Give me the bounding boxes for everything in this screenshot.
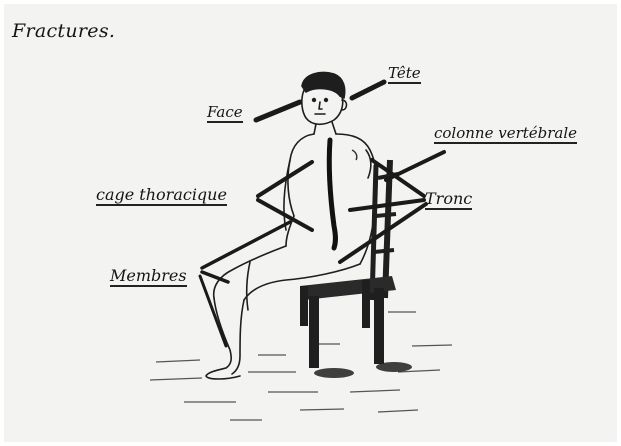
pointer-tronc-lower bbox=[340, 204, 426, 262]
label-tronc: Tronc bbox=[425, 191, 472, 210]
pointer-membres-thigh bbox=[202, 272, 228, 282]
pointer-membres-arm bbox=[202, 222, 290, 268]
chair-back-leg bbox=[374, 288, 384, 364]
pointer-face bbox=[256, 102, 300, 120]
label-membres: Membres bbox=[110, 268, 187, 287]
label-cage-thoracique: cage thoracique bbox=[96, 187, 227, 206]
spine-mark bbox=[329, 140, 335, 248]
label-colonne-vertebrale: colonne vertébrale bbox=[434, 126, 577, 144]
pointer-membres-leg bbox=[200, 276, 226, 346]
pointer-tete bbox=[352, 82, 384, 98]
chair bbox=[300, 160, 412, 378]
label-tete: Tête bbox=[388, 66, 421, 84]
chair-front-leg bbox=[309, 296, 319, 368]
label-face: Face bbox=[207, 105, 243, 123]
page-title: Fractures. bbox=[12, 22, 115, 41]
